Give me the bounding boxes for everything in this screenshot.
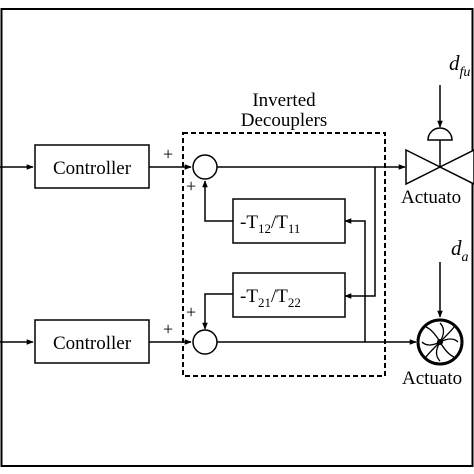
decoupler-bottom-block: [232, 272, 346, 318]
summing-junction-top: [192, 154, 218, 180]
controller-top-block: [34, 144, 150, 189]
plus-bottom-left: +: [163, 319, 173, 339]
valve-icon: [405, 127, 474, 186]
decoupler-bottom-label: -T21/T22: [240, 286, 301, 310]
disturbance-top-label: dfu: [449, 51, 470, 80]
fan-icon: [416, 318, 464, 366]
actuator-bottom-label: Actuato: [402, 368, 462, 389]
actuator-top-label: Actuato: [401, 187, 461, 208]
tap-top-to-decoupler-bottom: [344, 167, 376, 299]
group-label-line2: Decouplers: [241, 110, 328, 131]
plus-bottom-top: +: [186, 302, 196, 322]
tap-bottom-to-decoupler-top: [344, 218, 366, 342]
decouplers-group-box: [182, 132, 386, 377]
decoupler-top-label: -T12/T11: [240, 212, 300, 236]
outer-frame: [0, 8, 474, 467]
plus-top-bottom: +: [186, 176, 196, 196]
decoupler-bottom-to-sum-bottom: [202, 293, 233, 330]
summing-junction-bottom: [192, 329, 218, 355]
plus-top-left: +: [163, 144, 173, 164]
disturbance-bottom-label: da: [451, 236, 469, 265]
controller-bottom-label: Controller: [53, 333, 132, 354]
group-label-line1: Inverted: [252, 90, 316, 111]
controller-top-label: Controller: [53, 158, 132, 179]
decoupler-top-to-sum-top: [202, 180, 233, 222]
